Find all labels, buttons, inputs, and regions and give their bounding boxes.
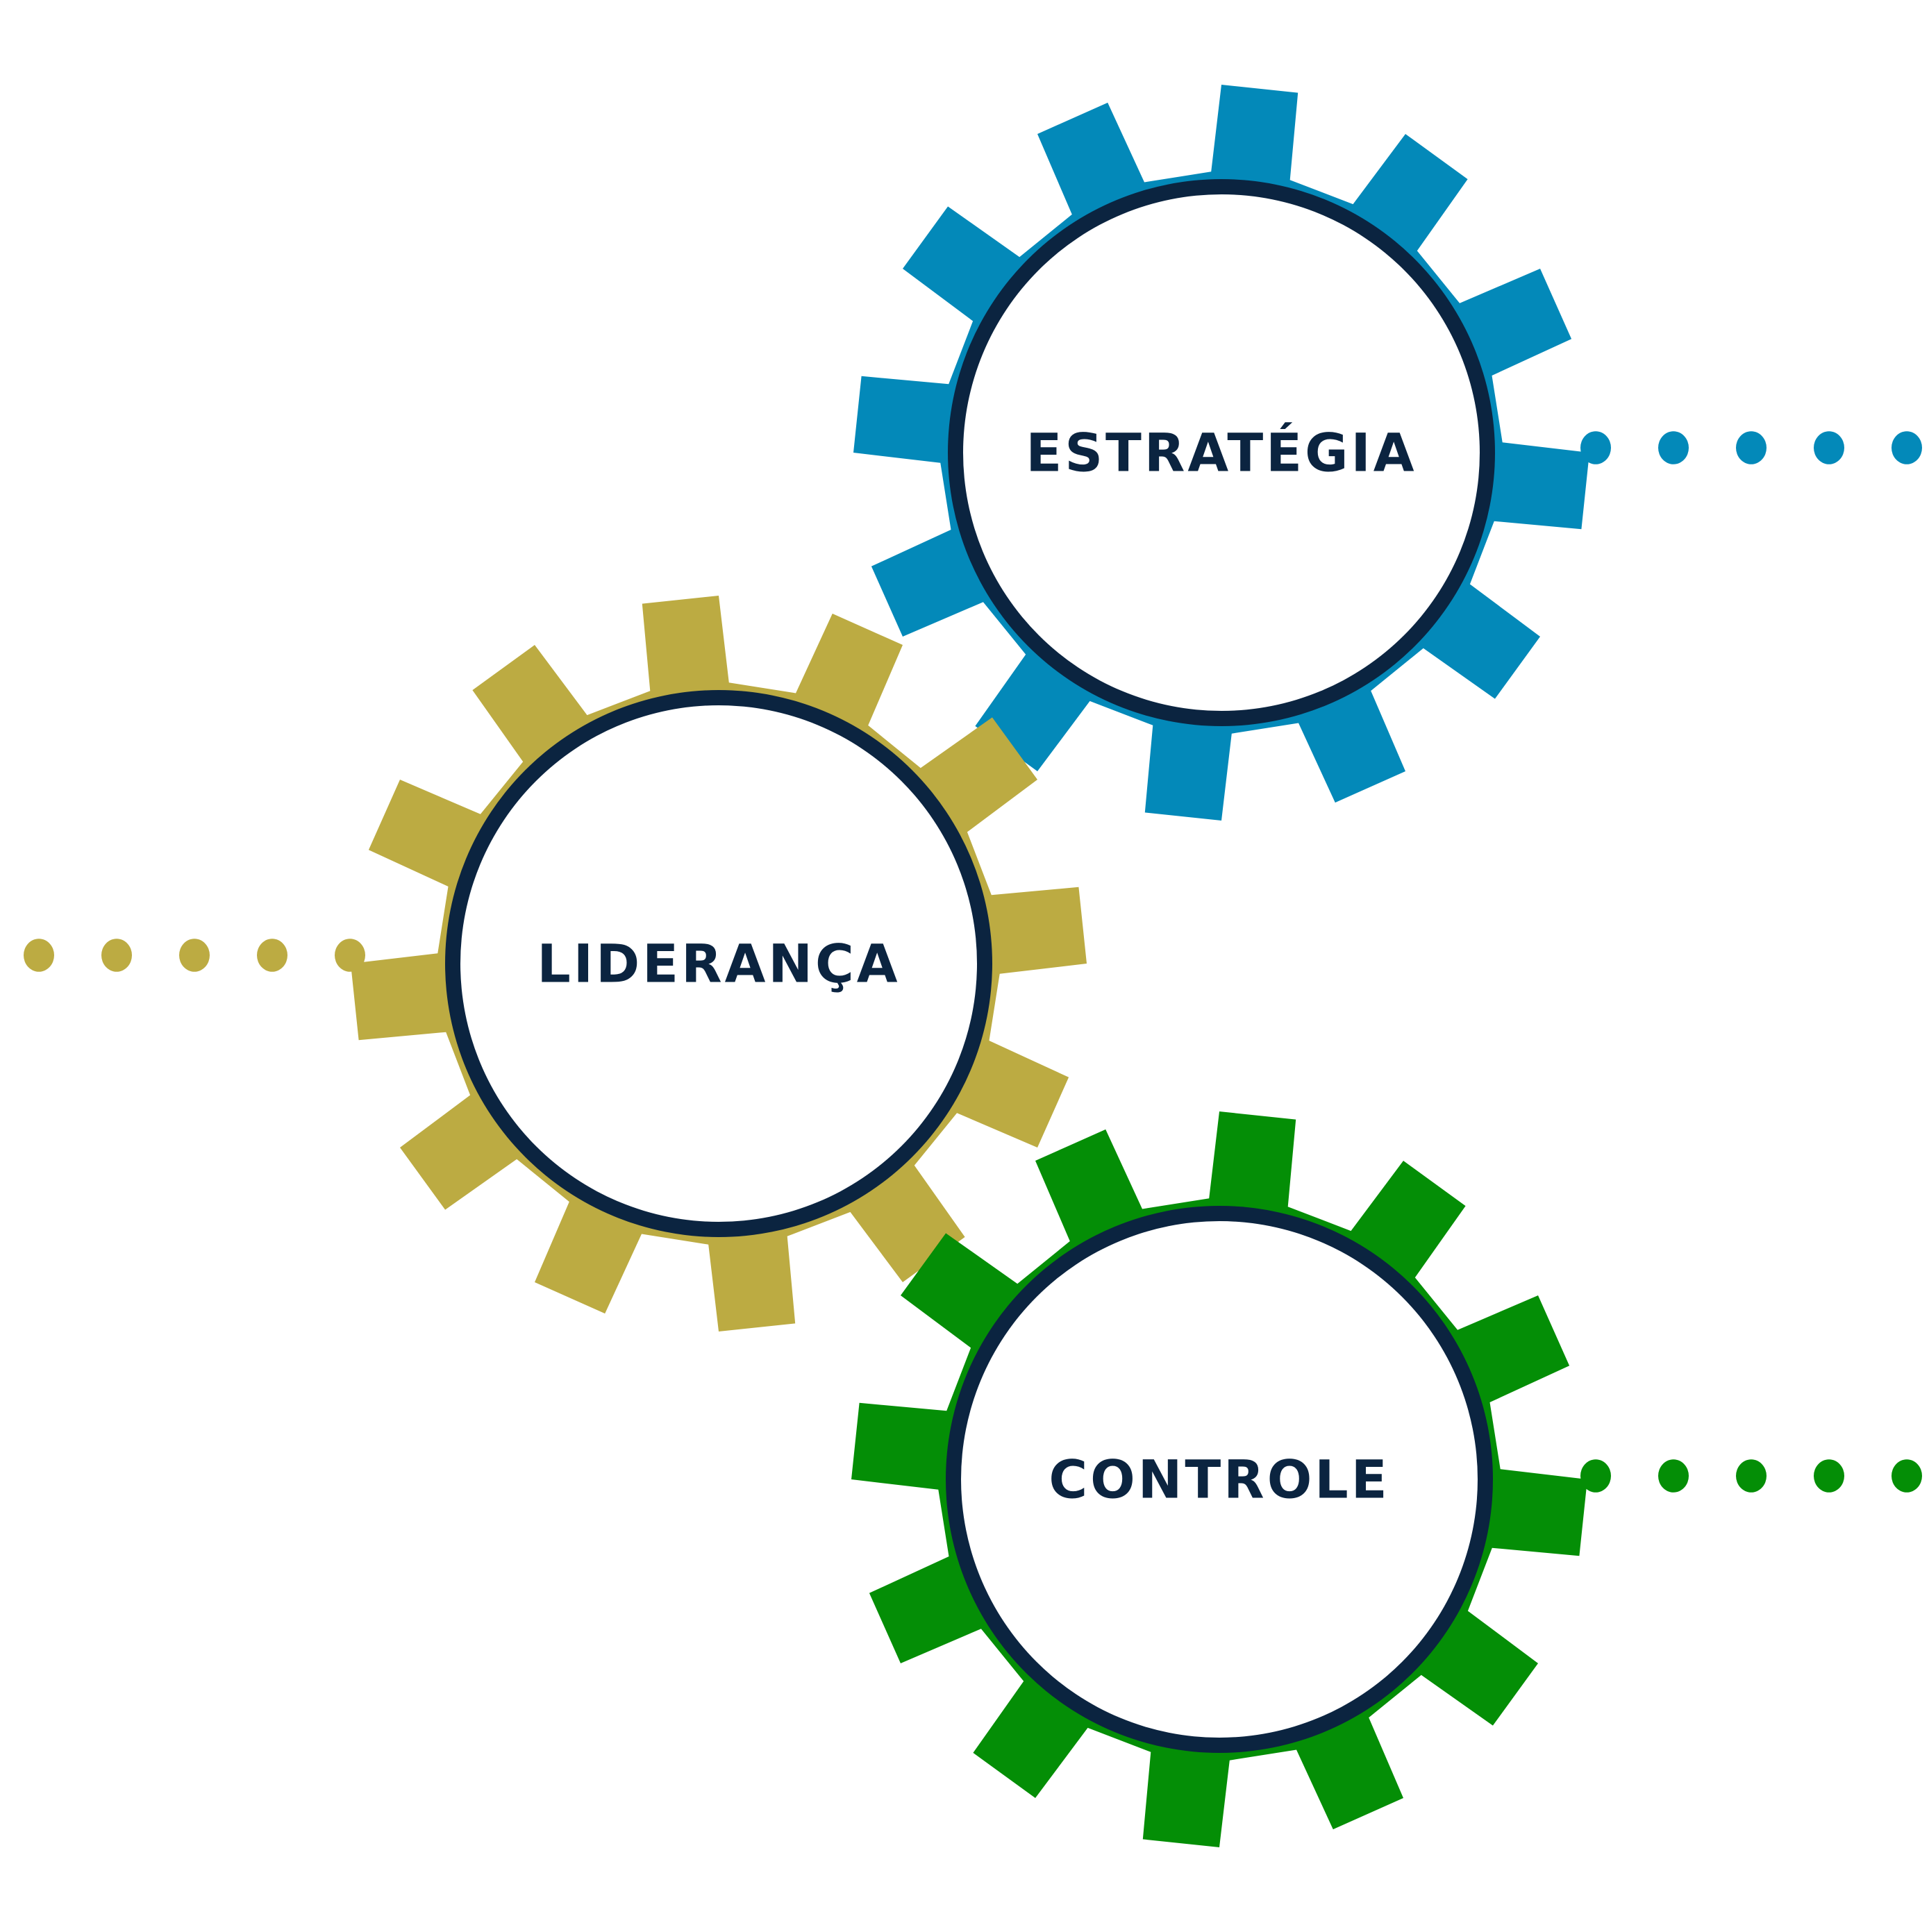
gear-label-estrategia: ESTRATÉGIA <box>1026 422 1417 484</box>
connector-dot <box>1814 431 1844 464</box>
connector-dot <box>1580 1459 1611 1493</box>
connector-dot <box>179 939 210 972</box>
gear-hub-estrategia <box>963 194 1480 711</box>
connector-dot <box>257 939 287 972</box>
connector-dot <box>1658 431 1689 464</box>
connector-dot <box>1892 431 1922 464</box>
connector-dot <box>101 939 132 972</box>
dotted-connector-lideranca <box>24 939 365 972</box>
gear-label-controle: CONTROLE <box>1049 1449 1389 1511</box>
connector-dot <box>1814 1459 1844 1493</box>
dotted-connector-controle <box>1580 1459 1922 1493</box>
gear-hub-lideranca <box>460 705 977 1222</box>
gear-hub-controle <box>961 1221 1478 1738</box>
gear-estrategia: ESTRATÉGIA <box>853 85 1922 821</box>
connector-dot <box>24 939 54 972</box>
gear-label-lideranca: LIDERANÇA <box>537 933 900 995</box>
connector-dot <box>1892 1459 1922 1493</box>
dotted-connector-estrategia <box>1580 431 1922 464</box>
gear-lideranca: LIDERANÇA <box>24 596 1087 1332</box>
connector-dot <box>1736 1459 1767 1493</box>
connector-dot <box>1736 431 1767 464</box>
connector-dot <box>1658 1459 1689 1493</box>
gear-controle: CONTROLE <box>851 1111 1922 1847</box>
